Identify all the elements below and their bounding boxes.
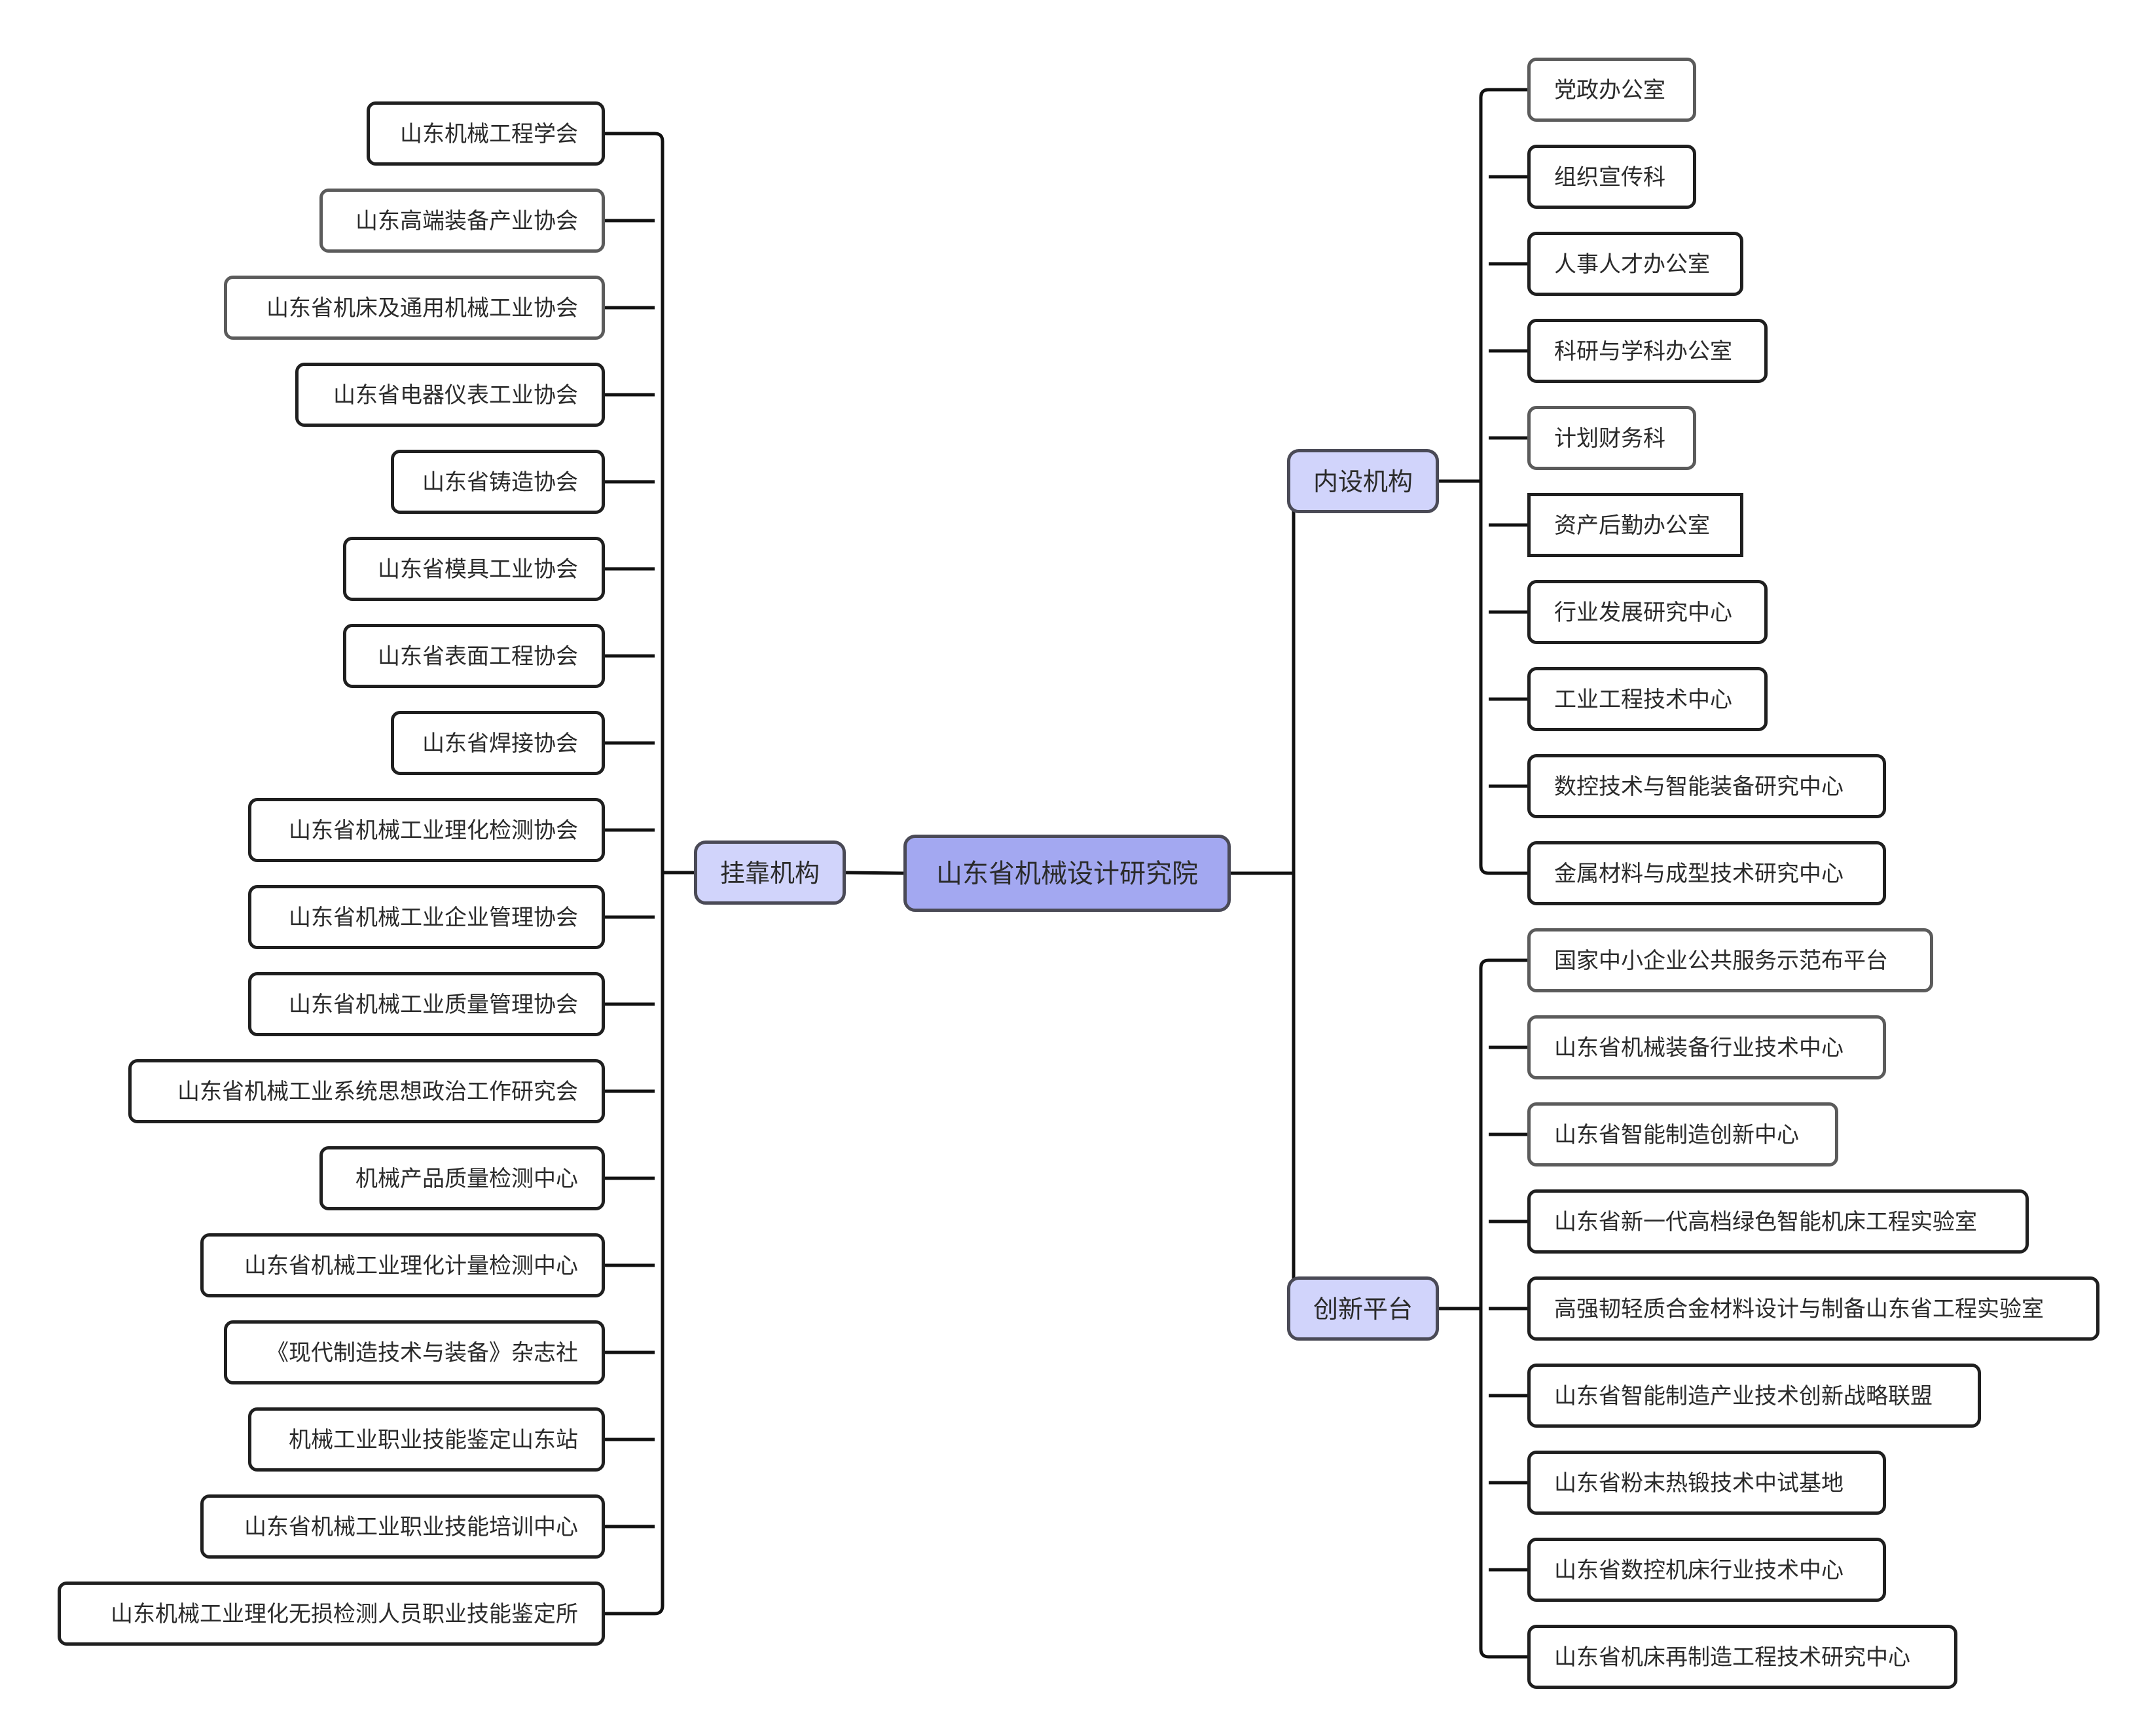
affiliated-node: 山东省铸造协会 (391, 450, 605, 514)
branch-innovation: 创新平台 (1287, 1276, 1439, 1341)
innovation-node: 高强韧轻质合金材料设计与制备山东省工程实验室 (1527, 1276, 2099, 1341)
internal-node: 党政办公室 (1527, 58, 1696, 122)
affiliated-node: 山东省焊接协会 (391, 711, 605, 775)
affiliated-node: 机械工业职业技能鉴定山东站 (248, 1407, 605, 1472)
innovation-node: 山东省数控机床行业技术中心 (1527, 1538, 1886, 1602)
affiliated-node: 山东省机械工业理化计量检测中心 (200, 1233, 605, 1297)
innovation-node: 山东省粉末热锻技术中试基地 (1527, 1451, 1886, 1515)
internal-node: 人事人才办公室 (1527, 232, 1743, 296)
internal-node: 资产后勤办公室 (1527, 493, 1743, 557)
internal-node: 科研与学科办公室 (1527, 319, 1768, 383)
affiliated-node: 山东机械工业理化无损检测人员职业技能鉴定所 (58, 1582, 605, 1646)
affiliated-node: 山东省机械工业系统思想政治工作研究会 (128, 1059, 605, 1123)
connector-line (1287, 479, 1303, 1311)
innovation-node: 山东省机床再制造工程技术研究中心 (1527, 1625, 1957, 1689)
affiliated-node: 山东高端装备产业协会 (319, 189, 605, 253)
branch-affiliated: 挂靠机构 (694, 841, 846, 905)
connector-line (1479, 88, 1489, 875)
affiliated-node: 机械产品质量检测中心 (319, 1146, 605, 1210)
innovation-node: 山东省智能制造产业技术创新战略联盟 (1527, 1364, 1981, 1428)
branch-internal: 内设机构 (1287, 449, 1439, 513)
connector-line (654, 132, 664, 1616)
affiliated-node: 山东省机械工业职业技能培训中心 (200, 1494, 605, 1559)
innovation-node: 山东省机械装备行业技术中心 (1527, 1015, 1886, 1079)
innovation-node: 山东省智能制造创新中心 (1527, 1102, 1838, 1166)
affiliated-node: 山东省表面工程协会 (343, 624, 605, 688)
internal-node: 行业发展研究中心 (1527, 580, 1768, 644)
internal-node: 金属材料与成型技术研究中心 (1527, 841, 1886, 905)
innovation-node: 国家中小企业公共服务示范布平台 (1527, 928, 1933, 992)
affiliated-node: 山东省机械工业质量管理协会 (248, 972, 605, 1036)
affiliated-node: 山东省电器仪表工业协会 (295, 363, 605, 427)
connector-line (1479, 958, 1489, 1659)
affiliated-node: 山东机械工程学会 (367, 101, 605, 166)
internal-node: 数控技术与智能装备研究中心 (1527, 754, 1886, 818)
innovation-node: 山东省新一代高档绿色智能机床工程实验室 (1527, 1189, 2029, 1254)
internal-node: 计划财务科 (1527, 406, 1696, 470)
affiliated-node: 山东省机械工业企业管理协会 (248, 885, 605, 949)
affiliated-node: 山东省模具工业协会 (343, 537, 605, 601)
affiliated-node: 《现代制造技术与装备》杂志社 (224, 1320, 605, 1384)
affiliated-node: 山东省机械工业理化检测协会 (248, 798, 605, 862)
affiliated-node: 山东省机床及通用机械工业协会 (224, 276, 605, 340)
internal-node: 工业工程技术中心 (1527, 667, 1768, 731)
root-node: 山东省机械设计研究院 (903, 835, 1231, 912)
internal-node: 组织宣传科 (1527, 145, 1696, 209)
